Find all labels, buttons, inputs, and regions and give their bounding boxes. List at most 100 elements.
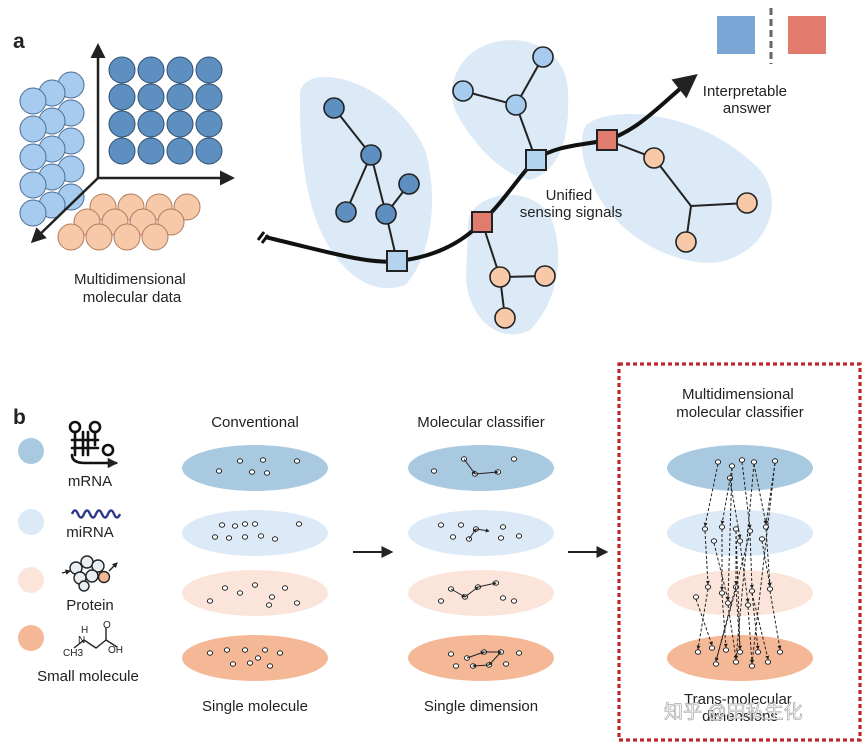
- molecule-dot: [704, 584, 712, 590]
- interaction-arrow: [734, 463, 755, 660]
- panel-letter-a: a: [13, 30, 25, 53]
- molecule-dot: [750, 459, 758, 465]
- molecule-dot: [236, 590, 244, 596]
- molecule-dot: [766, 586, 774, 592]
- interaction-arrow: [695, 598, 713, 646]
- molecule-dot: [437, 598, 445, 604]
- light-blue-sphere-stack: [19, 71, 85, 227]
- molecule-marks: [206, 456, 784, 669]
- molecule-dot: [728, 463, 736, 469]
- layer-ellipse: [408, 570, 554, 616]
- svg-text:H: H: [81, 625, 88, 636]
- molecule-dot: [748, 663, 756, 669]
- molecule-dot: [261, 647, 269, 653]
- highlight-frame: [617, 362, 862, 742]
- sphere-dark-blue: [195, 110, 223, 138]
- molecule-dot: [452, 663, 460, 669]
- sphere-dark-blue: [108, 110, 136, 138]
- interaction-arrow: [475, 528, 490, 533]
- molecule-dot: [515, 533, 523, 539]
- interaction-arrow: [474, 470, 499, 475]
- molecule-dot: [701, 526, 709, 532]
- interaction-arrow: [472, 663, 490, 668]
- signal-square-red: [471, 211, 493, 233]
- layer-ellipse: [408, 445, 554, 491]
- legend-label-small-molecule: Small molecule: [37, 668, 139, 685]
- molecule-dot: [221, 585, 229, 591]
- interaction-arrow: [704, 530, 710, 585]
- interaction-arrow: [753, 463, 768, 525]
- molecule-dot: [437, 522, 445, 528]
- molecule-dot: [241, 534, 249, 540]
- molecule-dot: [430, 468, 438, 474]
- molecule-dot: [241, 521, 249, 527]
- molecule-dot: [692, 594, 700, 600]
- column-title-molecular-classifier: Molecular classifier: [417, 414, 545, 431]
- interaction-arrow: [721, 594, 728, 648]
- signal-square-blue: [525, 149, 547, 171]
- molecule-dot: [738, 457, 746, 463]
- column-title-conventional: Conventional: [211, 414, 299, 431]
- node: [489, 266, 511, 288]
- node-graphs: [323, 46, 758, 329]
- svg-text:CH3: CH3: [63, 648, 83, 659]
- molecule-dot: [218, 522, 226, 528]
- layer-stacks: [182, 445, 813, 681]
- molecule-dot: [758, 536, 766, 542]
- interaction-arrow: [696, 588, 709, 650]
- sphere-dark-blue: [137, 83, 165, 111]
- legend-label-mirna: miRNA: [66, 524, 114, 541]
- molecule-dot: [710, 538, 718, 544]
- interaction-arrow: [727, 604, 738, 660]
- node: [675, 231, 697, 253]
- node: [494, 307, 516, 329]
- molecule-dot: [293, 458, 301, 464]
- mirna-icon: [70, 509, 122, 519]
- sphere-light-blue: [19, 87, 47, 115]
- column-footer-trans-molecular: Trans-molecular dimensions: [684, 691, 796, 725]
- molecule-dot: [736, 649, 744, 655]
- layer-ellipse: [667, 510, 813, 556]
- molecule-dot: [246, 660, 254, 666]
- molecule-dot: [510, 598, 518, 604]
- molecule-dot: [447, 651, 455, 657]
- node: [398, 173, 420, 195]
- sphere-light-blue: [19, 143, 47, 171]
- molecule-dot: [499, 595, 507, 601]
- sphere-light-blue: [19, 115, 47, 143]
- sphere-dark-blue: [137, 137, 165, 165]
- node: [360, 144, 382, 166]
- molecule-dot: [708, 645, 716, 651]
- panel-letter-b: b: [13, 406, 26, 429]
- peach-sphere-stack: [57, 193, 201, 251]
- node: [532, 46, 554, 68]
- molecule-dot: [265, 602, 273, 608]
- curve-break-mark: [256, 231, 270, 244]
- molecule-dot: [211, 534, 219, 540]
- molecule-dot: [215, 468, 223, 474]
- data-label: Multidimensional molecular data: [74, 271, 190, 306]
- interaction-arrow: [741, 461, 752, 529]
- legend-swatch-mrna: [18, 438, 44, 464]
- sphere-dark-blue: [195, 83, 223, 111]
- small-molecule-icon: [73, 628, 118, 649]
- molecule-dot: [225, 535, 233, 541]
- molecule-dot: [257, 533, 265, 539]
- molecule-dot: [732, 526, 740, 532]
- node: [452, 80, 474, 102]
- molecule-dot: [754, 649, 762, 655]
- sphere-dark-blue: [137, 56, 165, 84]
- dark-blue-sphere-grid: [108, 56, 223, 165]
- column-footer-single-molecule: Single molecule: [202, 698, 308, 715]
- interaction-arrow: [751, 592, 760, 650]
- molecule-dot: [457, 522, 465, 528]
- molecule-dot: [718, 590, 726, 596]
- molecule-dot: [771, 458, 779, 464]
- answer-square-red: [788, 16, 826, 54]
- column-title-multidimensional: Multidimensional molecular classifier: [676, 386, 804, 421]
- signal-square-blue: [386, 250, 408, 272]
- legend-swatch-mirna: [18, 509, 44, 535]
- molecule-dot: [251, 521, 259, 527]
- cluster-backgrounds: [300, 40, 772, 335]
- molecule-dot: [449, 534, 457, 540]
